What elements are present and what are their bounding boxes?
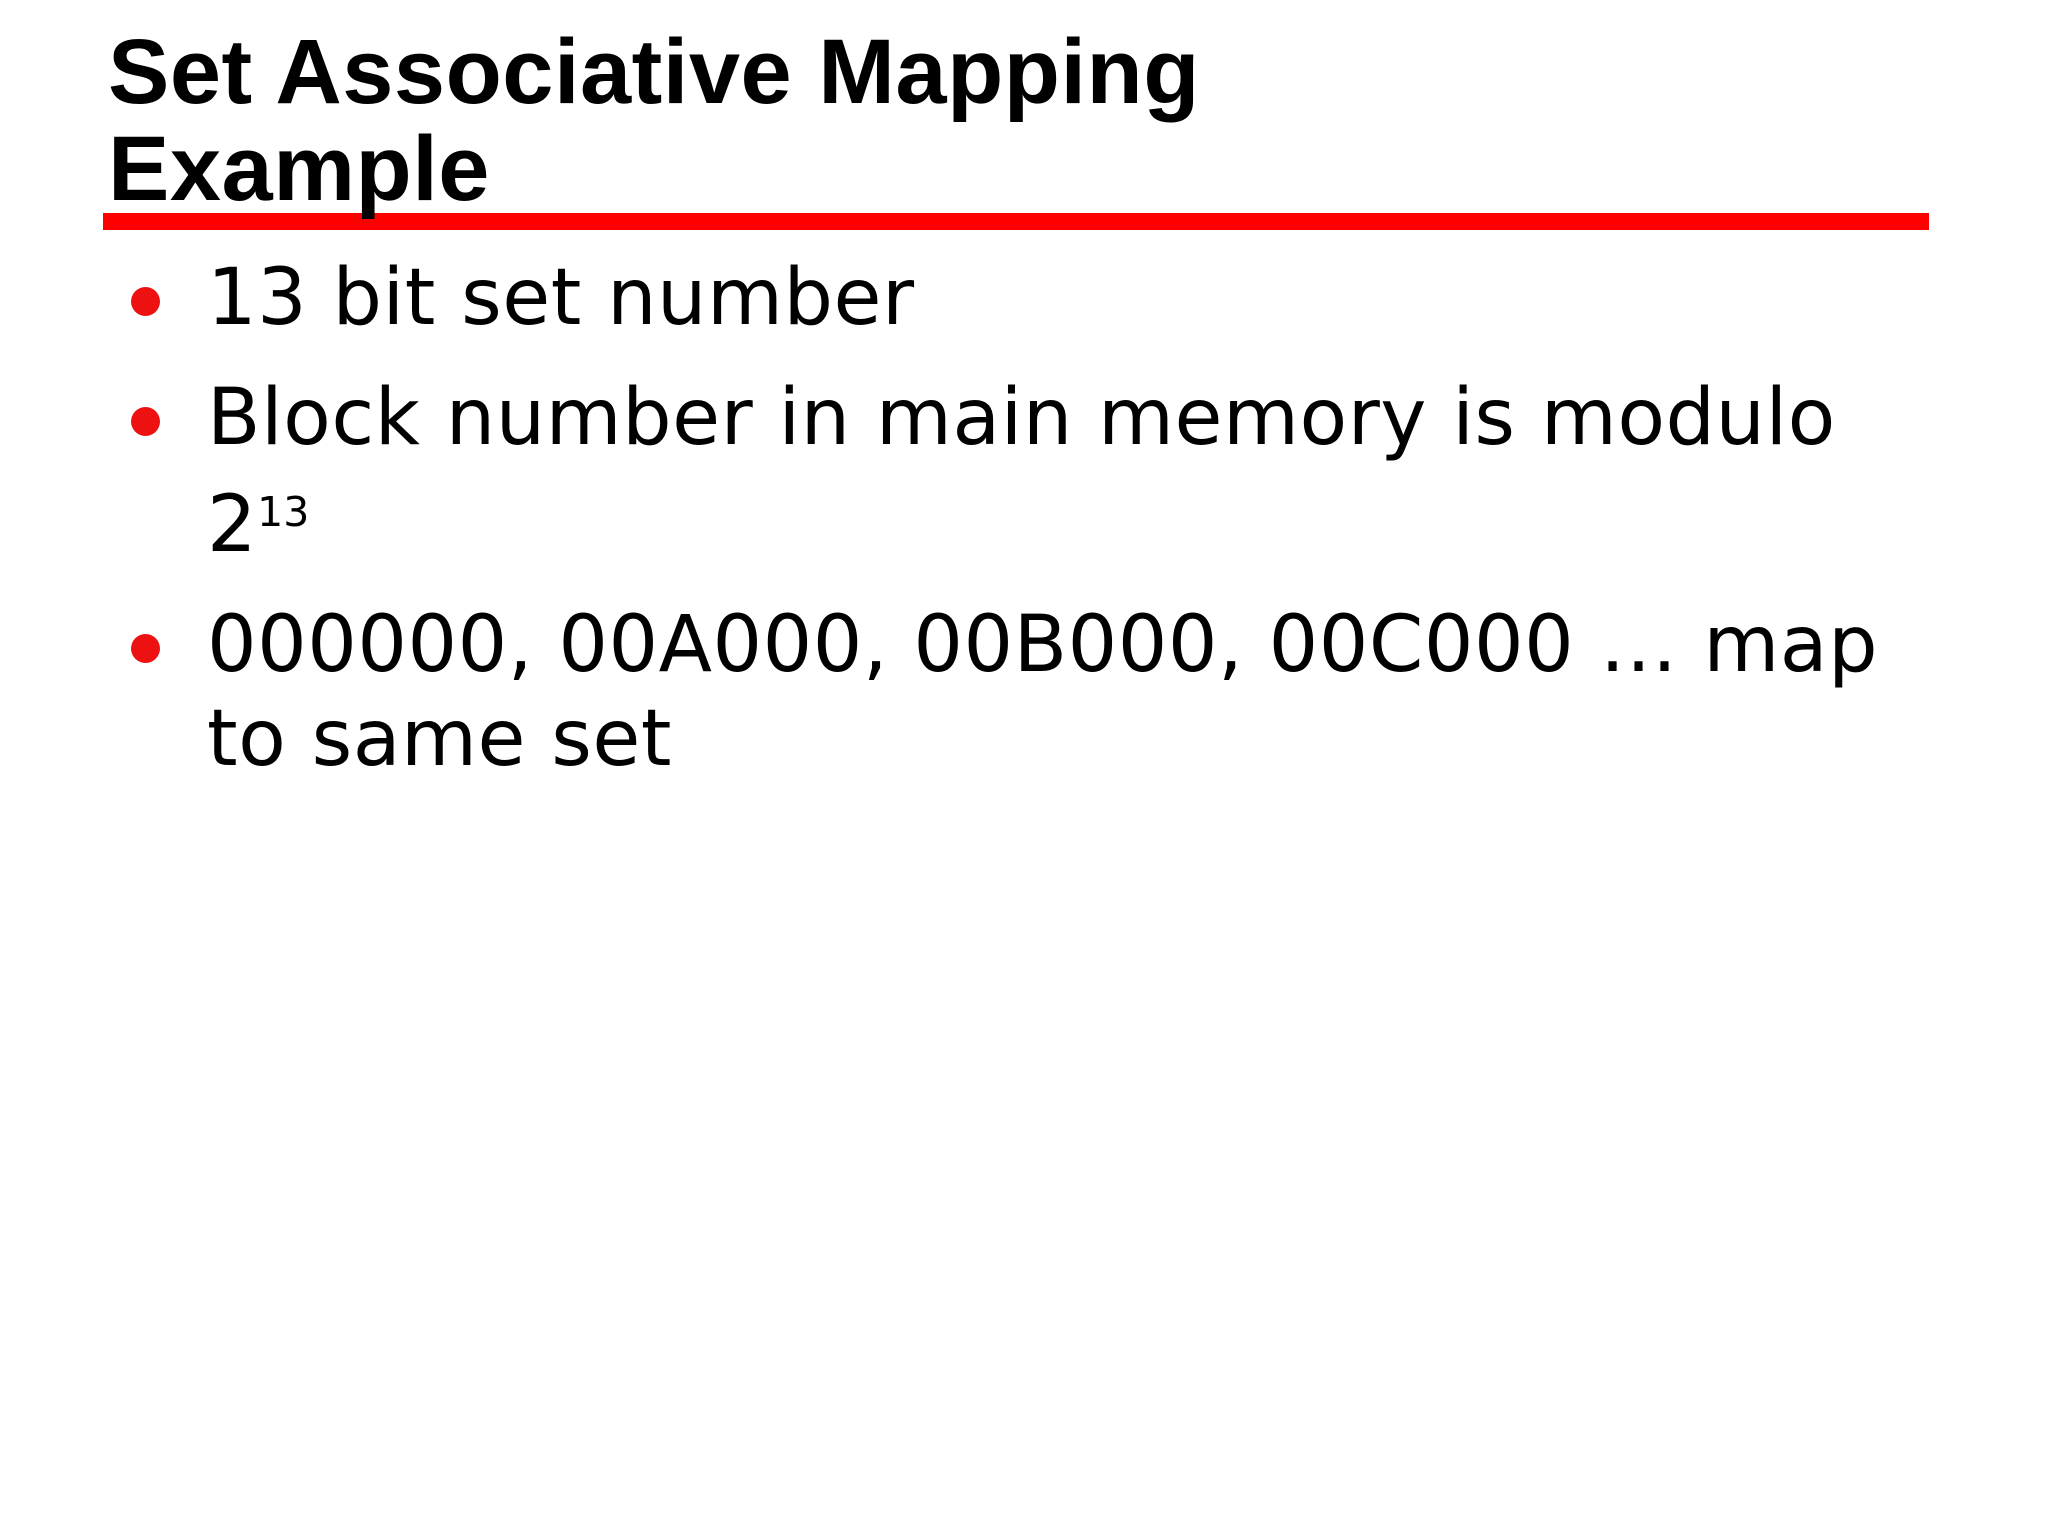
- bullet-dot-icon: [131, 407, 160, 436]
- bullet-dot-icon: [131, 634, 160, 663]
- bullet-text: 000000, 00A000, 00B000, 00C000 … map to …: [207, 598, 1878, 786]
- bullet-text: 13 bit set number: [207, 251, 915, 345]
- bullet-3-line-2: to same set: [207, 694, 673, 784]
- bullet-dot-icon: [131, 287, 160, 316]
- bullet-2-line-1: Block number in main memory is modulo: [207, 373, 1836, 463]
- slide-title-line-1: Set Associative Mapping: [108, 21, 1200, 123]
- bullet-item-map-same-set: 000000, 00A000, 00B000, 00C000 … map to …: [131, 598, 1878, 786]
- bullet-text: Block number in main memory is modulo 21…: [207, 371, 1836, 572]
- power-exponent: 13: [257, 488, 310, 536]
- power-base: 2: [207, 480, 258, 570]
- bullet-list: 13 bit set number Block number in main m…: [131, 251, 1878, 812]
- title-divider-bar: [103, 213, 1929, 230]
- slide-title: Set Associative Mapping Example: [108, 24, 1200, 218]
- bullet-1-line-1: 13 bit set number: [207, 253, 915, 343]
- bullet-3-line-1: 000000, 00A000, 00B000, 00C000 … map: [207, 600, 1879, 690]
- slide-title-line-2: Example: [108, 118, 490, 220]
- bullet-item-set-number: 13 bit set number: [131, 251, 1878, 345]
- bullet-item-block-modulo: Block number in main memory is modulo 21…: [131, 371, 1878, 572]
- bullet-2-line-2: 213: [207, 465, 1836, 572]
